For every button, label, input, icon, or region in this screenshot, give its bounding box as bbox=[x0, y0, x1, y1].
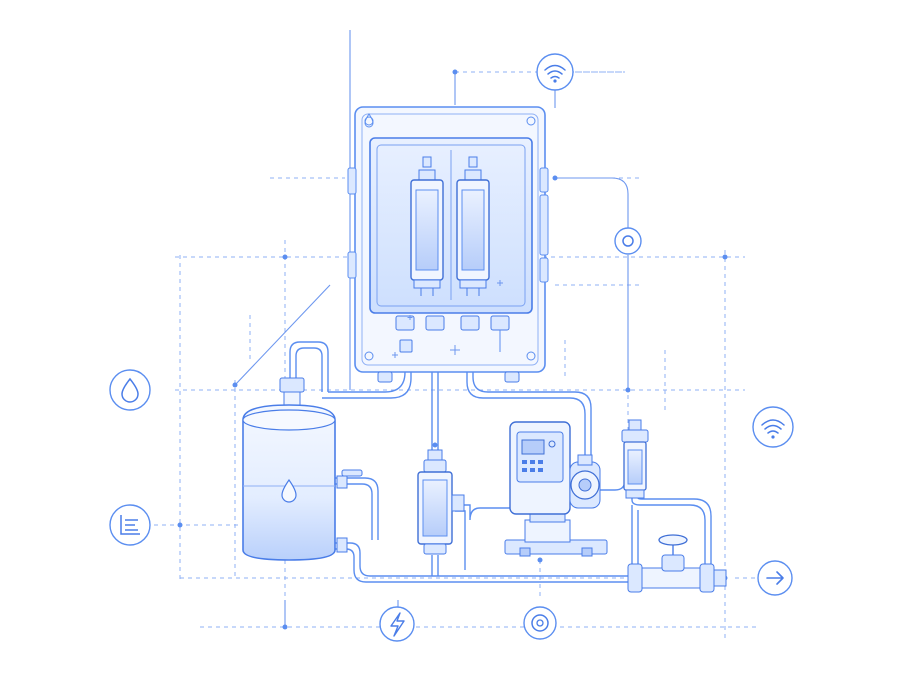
control-cabinet bbox=[347, 106, 549, 383]
wifi-icon[interactable] bbox=[752, 406, 794, 448]
filter-cartridge-right bbox=[456, 156, 490, 296]
storage-tank bbox=[242, 377, 363, 561]
water-drop-icon[interactable] bbox=[109, 369, 151, 411]
wifi-icon[interactable] bbox=[536, 53, 574, 91]
inline-filter bbox=[417, 449, 465, 555]
cabinet-fittings bbox=[377, 315, 520, 383]
gate-valve bbox=[627, 534, 727, 593]
lightning-icon[interactable] bbox=[379, 606, 415, 642]
chart-icon[interactable] bbox=[109, 504, 151, 546]
filter-cartridge-left bbox=[410, 156, 444, 296]
dosing-pump bbox=[504, 421, 608, 557]
sparkle-accents bbox=[392, 280, 503, 358]
flow-meter bbox=[621, 419, 649, 499]
arrow-right-icon[interactable] bbox=[757, 560, 793, 596]
ring-icon[interactable] bbox=[614, 227, 642, 255]
target-icon[interactable] bbox=[523, 606, 557, 640]
annotation-lines bbox=[234, 30, 629, 625]
